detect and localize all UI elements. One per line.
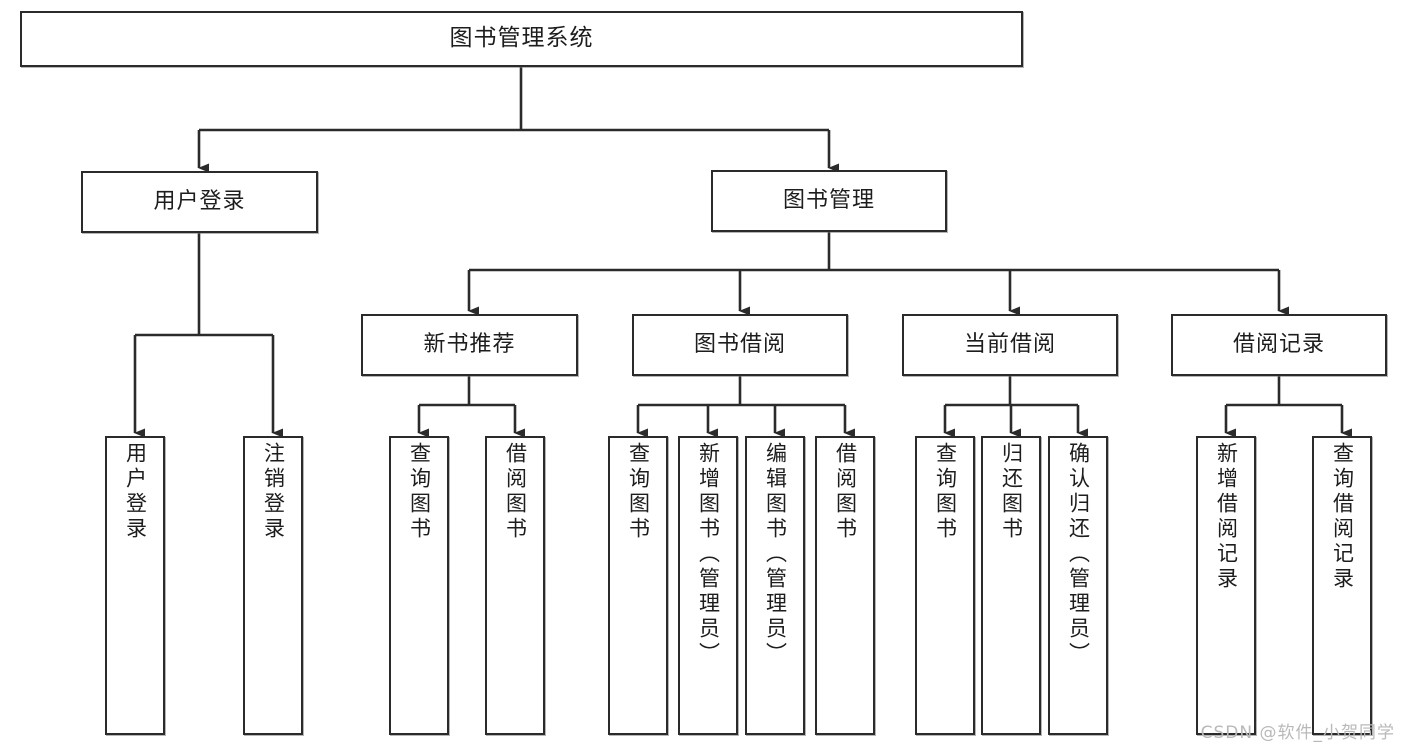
- node-label: 图书管理系统: [449, 25, 594, 52]
- node-label: 图书借阅: [693, 331, 786, 357]
- node-leaf-confirm-return[interactable]: 确认归还（管理员）: [1048, 436, 1108, 735]
- node-label: 查询图书: [626, 442, 651, 542]
- node-label: 用户登录: [153, 188, 246, 214]
- node-leaf-edit-book[interactable]: 编辑图书（管理员）: [745, 436, 805, 735]
- node-leaf-add-book[interactable]: 新增图书（管理员）: [678, 436, 738, 735]
- node-leaf-return-book[interactable]: 归还图书: [981, 436, 1041, 735]
- node-book-borrow[interactable]: 图书借阅: [632, 314, 848, 376]
- node-label: 归还图书: [999, 442, 1024, 542]
- node-leaf-add-record[interactable]: 新增借阅记录: [1196, 436, 1256, 735]
- node-leaf-query-record[interactable]: 查询借阅记录: [1312, 436, 1372, 735]
- node-leaf-borrow-book[interactable]: 借阅图书: [815, 436, 875, 735]
- node-label: 借阅图书: [503, 442, 528, 542]
- node-root-system[interactable]: 图书管理系统: [20, 11, 1023, 67]
- node-label: 查询图书: [933, 442, 958, 542]
- node-label: 注销登录: [261, 442, 286, 542]
- node-label: 确认归还（管理员）: [1066, 442, 1091, 667]
- node-leaf-query-book-borrow[interactable]: 查询图书: [608, 436, 668, 735]
- node-leaf-user-login[interactable]: 用户登录: [105, 436, 165, 735]
- node-new-book-recommend[interactable]: 新书推荐: [361, 314, 578, 376]
- node-user-login[interactable]: 用户登录: [81, 171, 318, 233]
- node-label: 新增图书（管理员）: [696, 442, 721, 667]
- node-borrow-record[interactable]: 借阅记录: [1171, 314, 1387, 376]
- node-book-manage[interactable]: 图书管理: [711, 170, 947, 232]
- node-leaf-query-book-recommend[interactable]: 查询图书: [389, 436, 449, 735]
- watermark: CSDN @软件_小贺同学: [1200, 723, 1395, 743]
- node-label: 用户登录: [123, 442, 148, 542]
- node-leaf-logout-login[interactable]: 注销登录: [243, 436, 303, 735]
- node-label: 当前借阅: [963, 331, 1056, 357]
- node-label: 图书管理: [782, 187, 875, 213]
- node-leaf-query-book-current[interactable]: 查询图书: [915, 436, 975, 735]
- node-label: 新书推荐: [423, 331, 516, 357]
- node-label: 借阅记录: [1232, 331, 1325, 357]
- node-label: 新增借阅记录: [1214, 442, 1239, 592]
- node-current-borrow[interactable]: 当前借阅: [902, 314, 1118, 376]
- node-label: 编辑图书（管理员）: [763, 442, 788, 667]
- node-label: 查询图书: [407, 442, 432, 542]
- node-label: 借阅图书: [833, 442, 858, 542]
- node-leaf-borrow-book-recommend[interactable]: 借阅图书: [485, 436, 545, 735]
- node-label: 查询借阅记录: [1330, 442, 1355, 592]
